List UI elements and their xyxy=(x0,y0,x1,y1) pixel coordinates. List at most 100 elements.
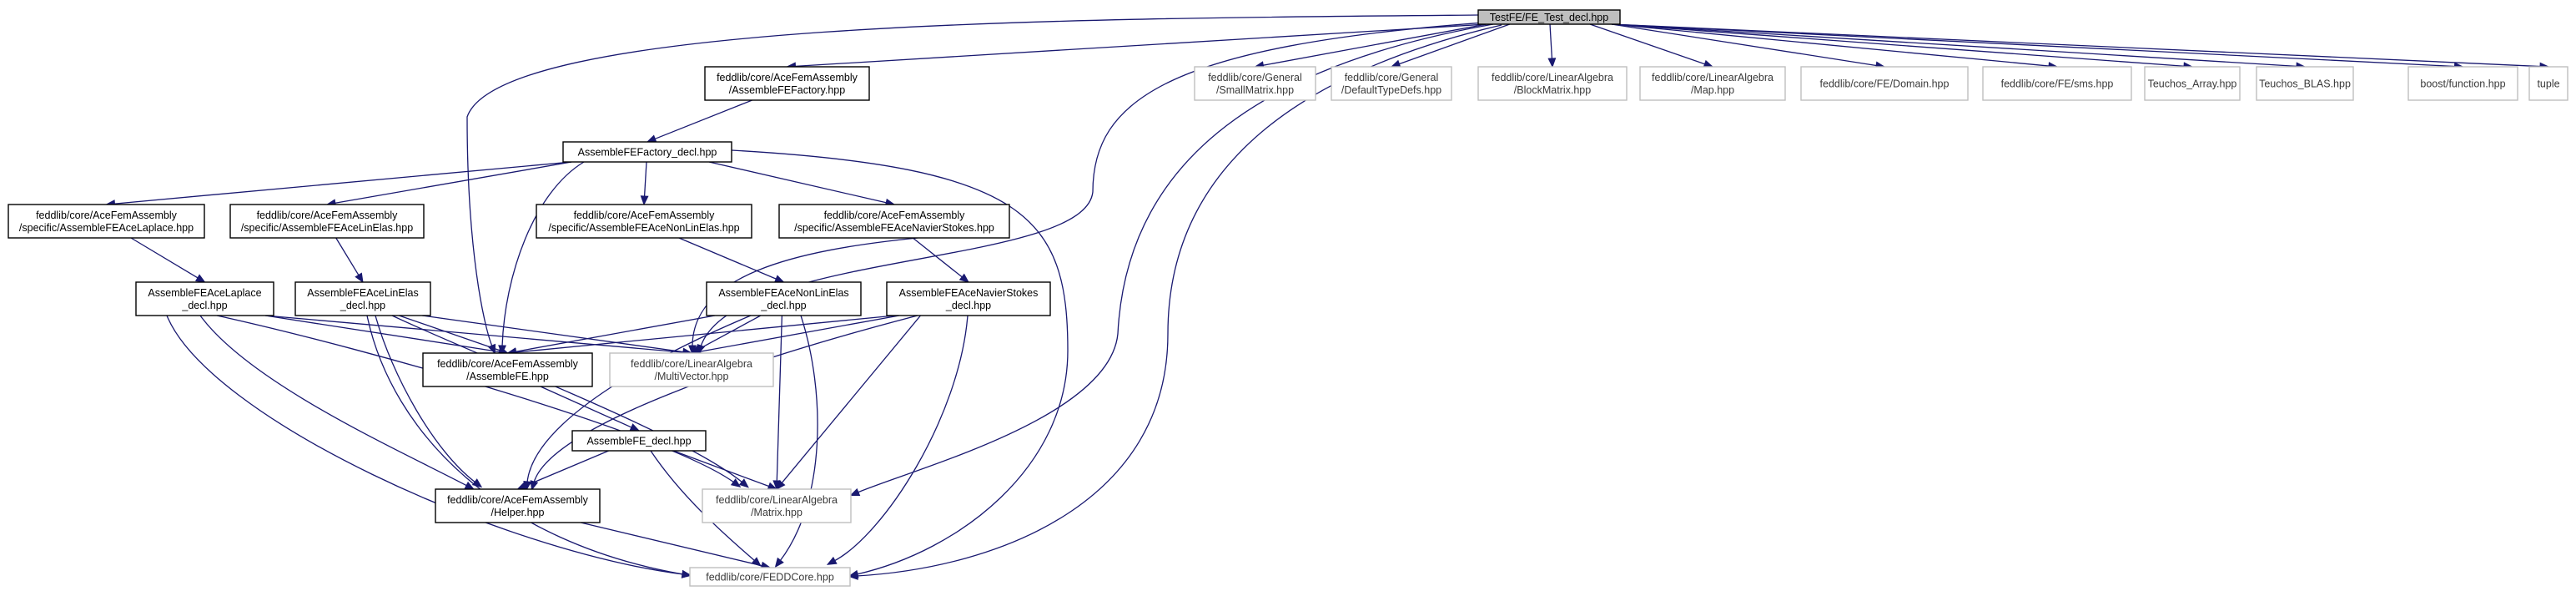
node-label-line: _decl.hpp xyxy=(760,300,806,311)
node-navierstokes-decl[interactable]: AssembleFEAceNavierStokes_decl.hpp xyxy=(886,281,1051,316)
node-box xyxy=(2528,66,2568,101)
node-factory-decl[interactable]: AssembleFEFactory_decl.hpp xyxy=(562,141,732,163)
edge-line xyxy=(399,315,501,351)
node-box xyxy=(689,567,851,587)
node-label-line: feddlib/core/General xyxy=(1208,72,1302,83)
edge-root-to-defaulttypedefs xyxy=(1390,23,1510,68)
edge-arrowhead xyxy=(776,479,786,490)
node-label-line: AssembleFEAceLaplace xyxy=(148,287,261,299)
edge-line xyxy=(1611,23,2455,68)
edge-arrowhead xyxy=(688,345,697,356)
node-root[interactable]: TestFE/FE_Test_decl.hpp xyxy=(1477,9,1621,25)
edge-line xyxy=(166,315,684,575)
node-linelas-decl[interactable]: AssembleFEAceLinElas_decl.hpp xyxy=(294,281,431,316)
edge-factory_decl-to-navierstokes xyxy=(708,161,896,207)
node-label-line: /Map.hpp xyxy=(1691,84,1734,96)
edge-line xyxy=(1611,23,2050,67)
edge-linelas_decl-to-matrix xyxy=(391,315,749,488)
edge-nonlinelas_decl-to-fedd_core xyxy=(774,315,818,568)
edge-line xyxy=(366,315,684,575)
edge-factory_decl-to-linelas xyxy=(325,161,572,208)
edge-arrowhead xyxy=(774,557,784,568)
edge-line xyxy=(731,149,1069,575)
edge-factory-to-factory_decl xyxy=(646,99,752,143)
edge-root-to-tuple xyxy=(1611,23,2550,71)
node-box xyxy=(1331,66,1452,101)
edge-factory_decl-to-nonlinelas xyxy=(640,161,649,206)
edge-line xyxy=(421,315,684,353)
node-label-line: /SmallMatrix.hpp xyxy=(1216,84,1294,96)
edge-line xyxy=(1399,23,1510,65)
edge-root-to-boost_function xyxy=(1611,23,2464,71)
node-label-line: Teuchos_BLAS.hpp xyxy=(2259,78,2351,90)
node-label-line: /specific/AssembleFEAceLinElas.hpp xyxy=(241,222,413,234)
node-label-line: /AssembleFE.hpp xyxy=(466,371,549,382)
edge-root-to-factory xyxy=(786,23,1487,71)
node-box xyxy=(1982,66,2132,101)
node-label-line: boost/function.hpp xyxy=(2420,78,2505,90)
edge-arrowhead xyxy=(738,478,749,488)
edge-arrowhead xyxy=(471,478,483,488)
node-box xyxy=(2256,66,2354,101)
node-label-line: /Helper.hpp xyxy=(491,507,545,518)
node-factory[interactable]: feddlib/core/AceFemAssembly/AssembleFEFa… xyxy=(704,66,870,101)
node-box xyxy=(704,66,870,101)
edge-line xyxy=(673,450,769,487)
node-helper[interactable]: feddlib/core/AceFemAssembly/Helper.hpp xyxy=(435,488,601,523)
node-label-line: AssembleFEAceNavierStokes xyxy=(899,287,1039,299)
edge-line xyxy=(264,315,684,353)
node-box xyxy=(706,281,862,316)
edge-arrowhead xyxy=(646,134,657,143)
edge-line xyxy=(375,315,476,483)
edge-line xyxy=(1611,23,2185,67)
node-box xyxy=(8,204,205,239)
edge-line xyxy=(580,522,762,567)
node-box xyxy=(609,352,774,387)
node-label-line: feddlib/core/General xyxy=(1345,72,1439,83)
edge-line xyxy=(199,315,468,487)
edge-helper-to-fedd_core xyxy=(580,522,772,570)
node-nonlinelas-decl[interactable]: AssembleFEAceNonLinElas_decl.hpp xyxy=(706,281,862,316)
node-label-line: _decl.hpp xyxy=(340,300,385,311)
edge-line xyxy=(1589,23,1705,65)
node-teuchos-blas: Teuchos_BLAS.hpp xyxy=(2256,66,2354,101)
node-box xyxy=(294,281,431,316)
node-label-line: TestFE/FE_Test_decl.hpp xyxy=(1490,12,1608,23)
node-label-line: feddlib/core/LinearAlgebra xyxy=(631,358,752,370)
node-boost-function: boost/function.hpp xyxy=(2407,66,2518,101)
edge-line xyxy=(391,315,743,483)
edge-line xyxy=(912,237,963,278)
node-laplace-decl[interactable]: AssembleFEAceLaplace_decl.hpp xyxy=(135,281,274,316)
edge-arrowhead xyxy=(849,487,861,496)
edge-arrowhead xyxy=(958,273,970,283)
edge-line xyxy=(466,14,1479,347)
node-navierstokes[interactable]: feddlib/core/AceFemAssembly/specific/Ass… xyxy=(778,204,1010,239)
node-box xyxy=(778,204,1010,239)
node-label-line: _decl.hpp xyxy=(181,300,227,311)
node-laplace[interactable]: feddlib/core/AceFemAssembly/specific/Ass… xyxy=(8,204,205,239)
edge-line xyxy=(833,315,969,562)
nodes-layer: TestFE/FE_Test_decl.hpp feddlib/core/AceF… xyxy=(8,9,2568,587)
node-assemblefe[interactable]: feddlib/core/AceFemAssembly/AssembleFE.h… xyxy=(422,352,593,387)
edge-laplace_decl-to-matrix xyxy=(216,315,742,488)
edge-line xyxy=(1611,23,1877,67)
edge-navierstokes-to-multivector xyxy=(688,237,918,356)
node-label-line: /MultiVector.hpp xyxy=(655,371,729,382)
edge-line xyxy=(776,315,783,482)
node-label-line: feddlib/core/AceFemAssembly xyxy=(437,358,579,370)
node-smallmatrix: feddlib/core/General/SmallMatrix.hpp xyxy=(1194,66,1316,101)
edge-line xyxy=(1263,23,1487,66)
node-nonlinelas[interactable]: feddlib/core/AceFemAssembly/specific/Ass… xyxy=(536,204,752,239)
edge-root-to-blockmatrix xyxy=(1547,23,1557,68)
edge-nonlinelas-to-nonlinelas_decl xyxy=(678,237,785,283)
edge-linelas_decl-to-assemblefe xyxy=(399,315,509,355)
node-linelas[interactable]: feddlib/core/AceFemAssembly/specific/Ass… xyxy=(229,204,425,239)
node-label-line: AssembleFE_decl.hpp xyxy=(586,436,691,447)
edge-line xyxy=(795,23,1487,68)
node-assemblefe-decl[interactable]: AssembleFE_decl.hpp xyxy=(571,430,707,452)
edge-line xyxy=(114,161,572,205)
edge-navierstokes_decl-to-multivector xyxy=(690,315,900,356)
edge-navierstokes-to-navierstokes_decl xyxy=(912,237,970,283)
node-label-line: AssembleFEAceLinElas xyxy=(307,287,418,299)
edge-line xyxy=(708,161,887,204)
